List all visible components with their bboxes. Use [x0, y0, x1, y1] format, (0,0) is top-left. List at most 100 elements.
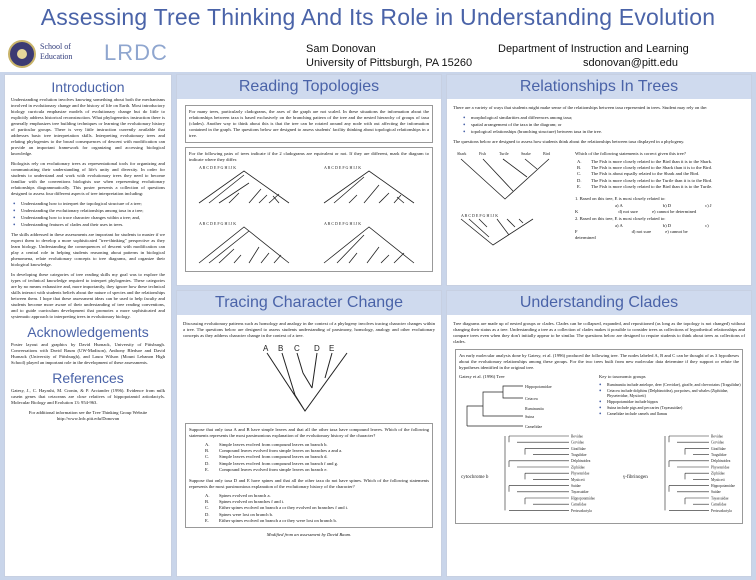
tip-label: Ziphiidae	[711, 472, 725, 476]
tip-label: A	[263, 344, 269, 353]
relationships-heading: Relationships In Trees	[447, 75, 751, 99]
clades-question-box: An early molecular analysis done by Gate…	[455, 349, 743, 524]
tip-label: Tragulidae	[571, 453, 587, 457]
intro-heading: Introduction	[51, 79, 125, 95]
tip-label: Tragulidae	[711, 453, 727, 457]
relationships-option: A.The Fish is more closely related to th…	[577, 159, 713, 164]
intro-bullet: Understanding features of clades and the…	[13, 222, 165, 228]
author-email: sdonovan@pitt.edu	[583, 57, 678, 69]
tracing-tree: A B C D E	[263, 344, 348, 412]
tip-label: Bird	[543, 151, 550, 156]
acknowledgements-heading: Acknowledgements	[27, 324, 149, 340]
tip-label: Hippopotamidae	[711, 484, 735, 488]
university-seal-icon	[8, 40, 36, 68]
tip-label: Ziphiidae	[571, 465, 585, 469]
website-url[interactable]: http://www.lrdc.pitt.edu/Donovan	[56, 416, 120, 421]
tip-label: Mysticeti	[571, 478, 585, 482]
tip-label: Giraffidae	[571, 447, 586, 451]
tip-label: Perissodactyla	[571, 509, 592, 513]
tip-label: C	[294, 344, 300, 353]
taxonomic-key: Key to taxonomic groups Ruminantia inclu…	[599, 374, 749, 417]
relationships-paragraph-1: There are a variety of ways that student…	[453, 105, 708, 110]
relationships-question: Which of the following statements is cor…	[575, 151, 686, 156]
intro-paragraph-4: In developing these categories of tree r…	[11, 272, 165, 319]
intro-bullet: Understanding how to trace character cha…	[13, 215, 165, 221]
tip-label: Cervidae	[711, 441, 724, 445]
relationships-bullet: spatial arrangement of the taxa in the d…	[463, 122, 745, 128]
q1-option: C.Simple leaves evolved from compound le…	[205, 454, 328, 460]
tip-label: Fish	[479, 151, 486, 156]
relationships-question-2: 2. Based on this tree, E is most closely…	[575, 216, 666, 222]
tip-label: Hippopotamidae	[571, 496, 595, 500]
references-text: Gatesy, J., C. Hayashi, M. Cronin, & P. …	[11, 388, 165, 405]
q2-option: C.Either spines evolved on branch a or t…	[205, 505, 349, 511]
school-of-education-label: School of Education	[40, 42, 73, 61]
tracing-question-2: Suppose that only taxa D and E have spin…	[189, 478, 429, 490]
tip-label: Suina	[525, 414, 534, 419]
clades-panel: Understanding Clades Tree diagrams are m…	[446, 290, 752, 577]
q2-option: B.Spines evolved on branches f and i.	[205, 499, 285, 505]
tip-label: Physeteridae	[571, 472, 590, 476]
gatesy-section: Gatesy et al. (1996) Tree Hippopotamidae…	[459, 374, 741, 432]
q1-option: B.Compound leaves evolved from simple le…	[205, 448, 343, 454]
tip-label: Cervidae	[571, 441, 584, 445]
intro-paragraph-2: Biologists rely on evolutionary trees as…	[11, 161, 165, 196]
relationships-bullet: topological relationships (branching str…	[463, 129, 745, 135]
tip-label: E	[329, 344, 334, 353]
references-heading: References	[52, 370, 124, 386]
clades-heading: Understanding Clades	[447, 291, 751, 315]
tip-label: Mysticeti	[711, 478, 725, 482]
svg-text:A B C D E F G H I J K: A B C D E F G H I J K	[324, 221, 361, 226]
intro-bullet: Understanding the evolutionary relations…	[13, 208, 165, 214]
poster-title: Assessing Tree Thinking And Its Role in …	[40, 4, 716, 30]
fibrinogen-label: γ-fibrinogen	[623, 475, 648, 480]
acknowledgements-text: Poster layout and graphics by David Hurn…	[11, 342, 165, 365]
tip-label: Shark	[457, 151, 466, 156]
gatesy-tree: Hippopotamidae Cetacea Ruminantia Suina …	[466, 384, 552, 429]
q1-option: A.Simple leaves evolved from compound le…	[205, 442, 328, 447]
tip-label: Giraffidae	[711, 447, 726, 451]
tip-label: Tayassuidae	[711, 496, 729, 500]
key-heading: Key to taxonomic groups	[599, 374, 646, 379]
tip-label: Hippopotamidae	[525, 384, 552, 389]
molecular-trees-svg: BovidaeCervidaeGiraffidaeTragulidaeDelph…	[461, 434, 735, 513]
intro-column: Introduction Understanding evolution inv…	[4, 74, 172, 577]
relationships-panel: Relationships In Trees There are a varie…	[446, 74, 752, 286]
lrdc-logo: LRDC	[104, 40, 168, 65]
intro-paragraph-3: The skills addressed in these assessment…	[11, 232, 165, 267]
reading-paragraph: For many trees, particularly cladograms,…	[189, 109, 429, 138]
reading-question-box: For the following pairs of trees indicat…	[185, 147, 433, 272]
tracing-heading: Tracing Character Change	[177, 291, 441, 315]
vertebrate-tree: Shark Fish Turtle Snake Bird A B C D E F…	[457, 151, 550, 246]
tip-label: Camelidae	[525, 424, 542, 429]
key-item: Ruminantia include antelope, deer (Cervi…	[599, 382, 743, 388]
reading-topologies-heading: Reading Topologies	[177, 75, 441, 99]
tip-label: Suidae	[711, 490, 721, 494]
author-name: Sam Donovan	[306, 43, 376, 55]
key-item: Hippopotamidae include hippos	[599, 399, 743, 405]
key-item: Suina include pigs and peccaries (Tayass…	[599, 405, 743, 411]
relationships-option: E.The Fish is more closely related to th…	[577, 183, 713, 189]
tip-label: Delphinoidea	[711, 459, 731, 463]
key-item: Cetacea include dolphins (Delphinoidea),…	[599, 388, 743, 398]
tracing-question-box: Suppose that only taxa A and B have simp…	[185, 423, 433, 529]
tip-label: Bovidae	[571, 434, 583, 438]
svg-text:A B C D E F G H I J K: A B C D E F G H I J K	[199, 165, 236, 170]
clades-paragraph-1: Tree diagrams are made up of nested grou…	[453, 321, 745, 344]
relationships-option: C.The Fish is about equally related to t…	[577, 171, 700, 177]
intro-bullet: Understanding how to interpret the topol…	[13, 201, 165, 207]
tip-label: Tayassuidae	[571, 490, 589, 494]
department-name: Department of Instruction and Learning	[498, 43, 689, 55]
tip-label: Cetacea	[525, 396, 538, 401]
tip-label: D	[314, 344, 320, 353]
university-address: University of Pittsburgh, PA 15260	[306, 57, 473, 69]
gatesy-label: Gatesy et al. (1996) Tree	[459, 374, 505, 379]
relationships-bullet: morphological similarities and differenc…	[463, 115, 745, 121]
tracing-panel: Tracing Character Change Discussing evol…	[176, 290, 442, 577]
clades-paragraph-2: An early molecular analysis done by Gate…	[459, 353, 739, 370]
svg-text:A B C D E F G H I J K: A B C D E F G H I J K	[199, 221, 236, 226]
reading-intro-box: For many trees, particularly cladograms,…	[185, 105, 433, 143]
q2-answers-3: determined	[575, 235, 596, 241]
